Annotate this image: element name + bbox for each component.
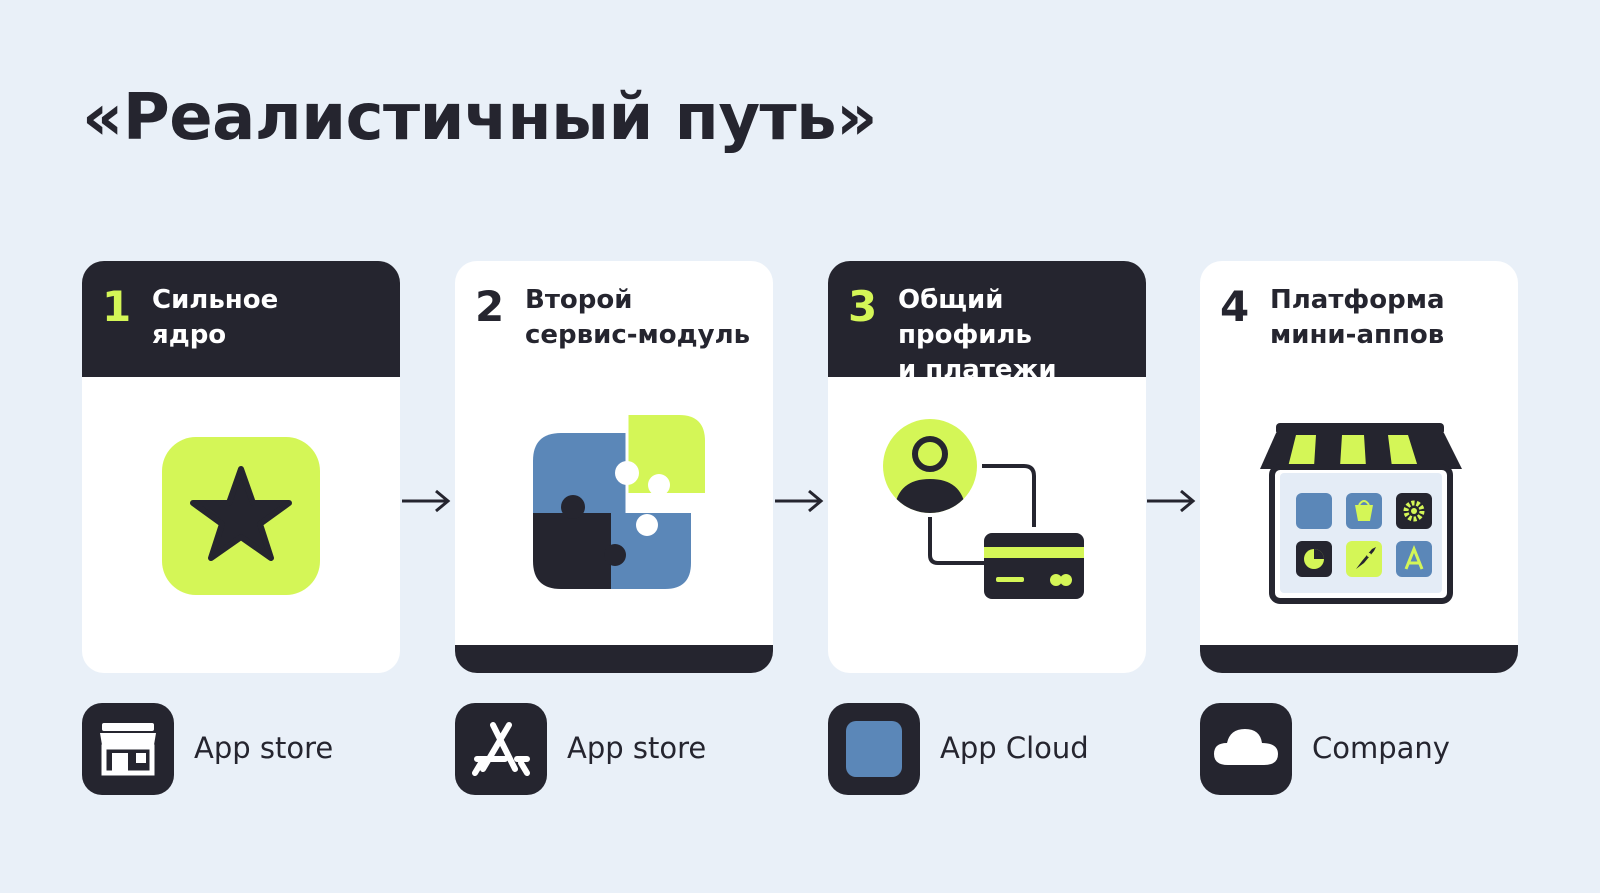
step-title: Общий профиль и платежи <box>898 285 1057 385</box>
app-store-icon <box>455 703 547 795</box>
arrow-right-icon <box>402 489 451 513</box>
store-icon <box>82 703 174 795</box>
step-title: Сильное ядро <box>152 285 279 350</box>
arrow-right-icon <box>775 489 824 513</box>
step-number: 2 <box>475 282 505 331</box>
step-card-2: 2 Второй сервис-модуль <box>455 261 773 673</box>
page-title: «Реалистичный путь» <box>82 81 877 155</box>
card-bottom-bar <box>1200 645 1518 673</box>
tag-label: App store <box>567 731 707 765</box>
cloud-icon <box>1200 703 1292 795</box>
step-number: 4 <box>1220 282 1250 331</box>
arrow-right-icon <box>1147 489 1196 513</box>
tag-label: App Cloud <box>940 731 1089 765</box>
step-card-4: 4 Платформа мини-аппов <box>1200 261 1518 673</box>
step-card-1: 1 Сильное ядро <box>82 261 400 673</box>
card-bottom-bar <box>455 645 773 673</box>
profile-payment-icon <box>883 419 1084 599</box>
star-tile-icon <box>162 437 320 595</box>
step-number: 3 <box>848 282 878 331</box>
step-header-1: 1 Сильное ядро <box>82 261 400 377</box>
tag-label: App store <box>194 731 334 765</box>
step-title: Платформа мини-аппов <box>1270 285 1445 350</box>
tag-label: Company <box>1312 731 1450 765</box>
square-icon <box>828 703 920 795</box>
step-header-4: 4 Платформа мини-аппов <box>1200 261 1518 377</box>
storefront-apps-icon <box>1260 423 1462 604</box>
step-number: 1 <box>102 282 132 331</box>
step-header-2: 2 Второй сервис-модуль <box>455 261 773 377</box>
step-header-3: 3 Общий профиль и платежи <box>828 261 1146 385</box>
puzzle-icon <box>533 415 705 589</box>
step-card-3: 3 Общий профиль и платежи <box>828 261 1146 673</box>
step-title: Второй сервис-модуль <box>525 285 751 350</box>
